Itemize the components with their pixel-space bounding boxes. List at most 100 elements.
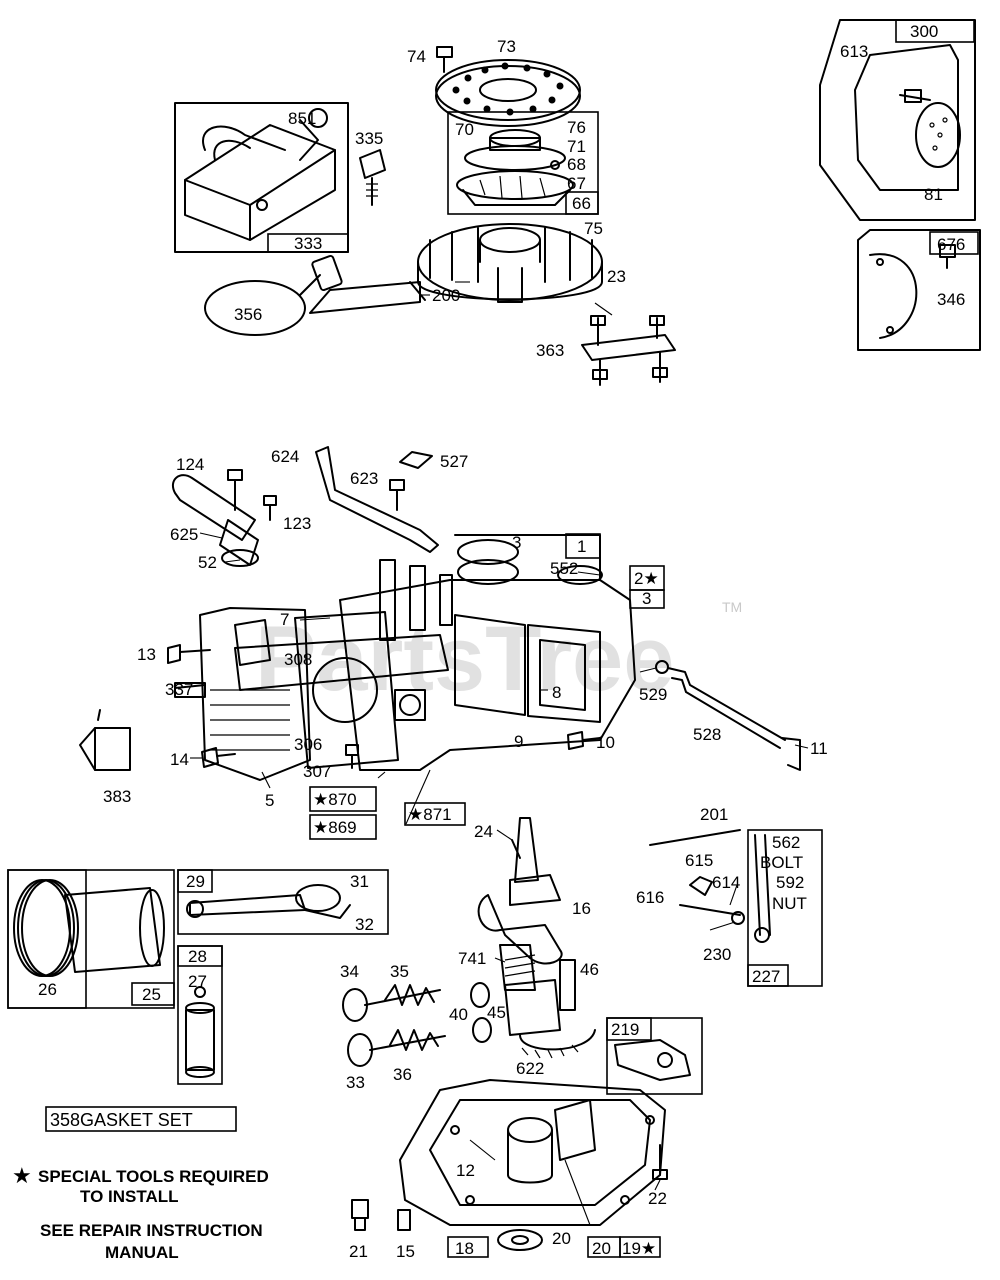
label-615: 615 [685, 851, 713, 870]
label-871: ★871 [408, 805, 452, 824]
label-20-seal: 20 [552, 1229, 571, 1248]
label-307: 307 [303, 762, 331, 781]
label-10: 10 [596, 733, 615, 752]
valve-exhaust-34 [342, 988, 441, 1022]
bracket-363 [581, 315, 676, 386]
label-613: 613 [840, 42, 868, 61]
crankshaft-16 [477, 817, 563, 991]
label-227: 227 [752, 967, 780, 986]
screw-13 [167, 644, 211, 664]
screw-14 [201, 747, 236, 768]
watermark-trademark: TM [722, 599, 742, 615]
notes: 358GASKET SET ★ SPECIAL TOOLS REQUIRED T… [12, 1110, 269, 1262]
screw-335 [359, 149, 386, 206]
label-nut: NUT [772, 894, 807, 913]
label-75: 75 [584, 219, 603, 238]
gasket-set-note: 358GASKET SET [50, 1110, 193, 1130]
label-333: 333 [294, 234, 322, 253]
screw-74 [436, 46, 453, 73]
label-337: 337 [165, 680, 193, 699]
label-28: 28 [188, 947, 207, 966]
screw-623 [389, 479, 405, 511]
label-7: 7 [280, 610, 289, 629]
label-562: 562 [772, 833, 800, 852]
label-23: 23 [607, 267, 626, 286]
screw-10 [567, 731, 601, 750]
sump-18 [399, 1079, 666, 1226]
label-18: 18 [455, 1239, 474, 1258]
label-19-star: 19★ [622, 1239, 656, 1258]
star-icon: ★ [12, 1164, 32, 1189]
intake-tube-308 [234, 634, 449, 691]
label-20-boxed: 20 [592, 1239, 611, 1258]
oil-seal-20 [497, 1229, 543, 1251]
label-bolt: BOLT [760, 853, 803, 872]
starter-clutch-kit-66 [447, 111, 599, 215]
label-1: 1 [577, 537, 586, 556]
label-67: 67 [567, 174, 586, 193]
label-21: 21 [349, 1242, 368, 1261]
piston-ring-set-25 [7, 869, 175, 1009]
label-52: 52 [198, 553, 217, 572]
label-boxes [45, 19, 979, 1258]
label-200: 200 [432, 286, 460, 305]
dipstick-tube-528 [655, 660, 801, 771]
label-2-star: 2★ [634, 569, 659, 588]
label-71: 71 [567, 137, 586, 156]
label-13: 13 [137, 645, 156, 664]
connecting-rod-kit-29 [177, 869, 389, 935]
label-851: 851 [288, 109, 316, 128]
label-383: 383 [103, 787, 131, 806]
label-40: 40 [449, 1005, 468, 1024]
label-201: 201 [700, 805, 728, 824]
label-8: 8 [552, 683, 561, 702]
crankcase-block [339, 534, 636, 771]
leader-lines [190, 281, 809, 1226]
label-14: 14 [170, 750, 189, 769]
label-11: 11 [810, 739, 828, 758]
label-124: 124 [176, 455, 204, 474]
label-528: 528 [693, 725, 721, 744]
label-869: ★869 [313, 818, 357, 837]
label-335: 335 [355, 129, 383, 148]
label-529: 529 [639, 685, 667, 704]
watermark-text: PartsTree [255, 608, 674, 710]
screw-307 [345, 744, 359, 769]
clip-527 [399, 451, 433, 469]
ignition-armature-kit [174, 102, 349, 253]
label-3-upper: 3 [512, 533, 521, 552]
label-66: 66 [572, 194, 591, 213]
repair-instruction-line2: MANUAL [105, 1243, 179, 1262]
special-tools-line1: SPECIAL TOOLS REQUIRED [38, 1167, 269, 1186]
label-24: 24 [474, 822, 493, 841]
label-741: 741 [458, 949, 486, 968]
label-29: 29 [186, 872, 205, 891]
label-625: 625 [170, 525, 198, 544]
label-219: 219 [611, 1020, 639, 1039]
screw-22 [652, 1144, 668, 1180]
label-622: 622 [516, 1059, 544, 1078]
label-22: 22 [648, 1189, 667, 1208]
label-27: 27 [188, 972, 207, 991]
label-26: 26 [38, 980, 57, 999]
repair-instruction-line1: SEE REPAIR INSTRUCTION [40, 1221, 263, 1240]
valve-intake-33 [347, 1033, 446, 1067]
special-tools-line2: TO INSTALL [80, 1187, 179, 1206]
label-306: 306 [294, 735, 322, 754]
label-15: 15 [396, 1242, 415, 1261]
label-356: 356 [234, 305, 262, 324]
label-870: ★870 [313, 790, 357, 809]
label-32: 32 [355, 915, 374, 934]
label-46: 46 [580, 960, 599, 979]
flywheel-screen-73 [435, 59, 581, 127]
label-123: 123 [283, 514, 311, 533]
fitting-337 [174, 684, 206, 689]
label-308: 308 [284, 650, 312, 669]
tappet-45 [470, 982, 492, 1043]
label-34: 34 [340, 962, 359, 981]
label-76: 76 [567, 118, 586, 137]
label-616: 616 [636, 888, 664, 907]
plug-15 [397, 1209, 411, 1231]
label-35: 35 [390, 962, 409, 981]
